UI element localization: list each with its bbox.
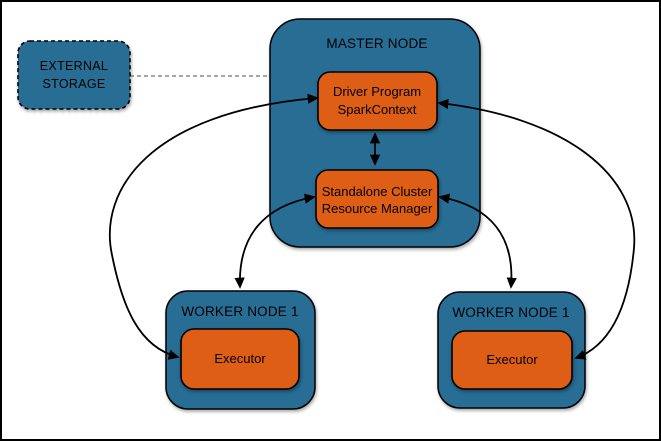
worker-node-left-title: WORKER NODE 1 — [181, 304, 298, 319]
executor-left-label: Executor — [214, 351, 266, 366]
driver-program-label-line2: SparkContext — [338, 102, 417, 117]
external-storage-label-line2: STORAGE — [43, 77, 106, 91]
external-storage-shape — [17, 40, 131, 110]
master-node-title: MASTER NODE — [326, 36, 427, 51]
resource-manager-label-line2: Resource Manager — [322, 201, 433, 216]
resource-manager-shape — [315, 169, 439, 229]
external-storage-label-line1: EXTERNAL — [40, 59, 108, 73]
worker-node-right-title: WORKER NODE 1 — [452, 305, 569, 320]
resource-manager-worker-right-arrow — [438, 193, 517, 289]
driver-executor-right-arrow — [437, 98, 636, 360]
resource-manager-worker-left-arrow — [234, 193, 316, 289]
driver-program-label-line1: Driver Program — [333, 84, 421, 99]
driver-executor-left-arrow — [108, 93, 319, 360]
driver-program-shape — [317, 71, 438, 131]
resource-manager-label-line1: Standalone Cluster — [322, 184, 433, 199]
executor-right-label: Executor — [486, 352, 538, 367]
